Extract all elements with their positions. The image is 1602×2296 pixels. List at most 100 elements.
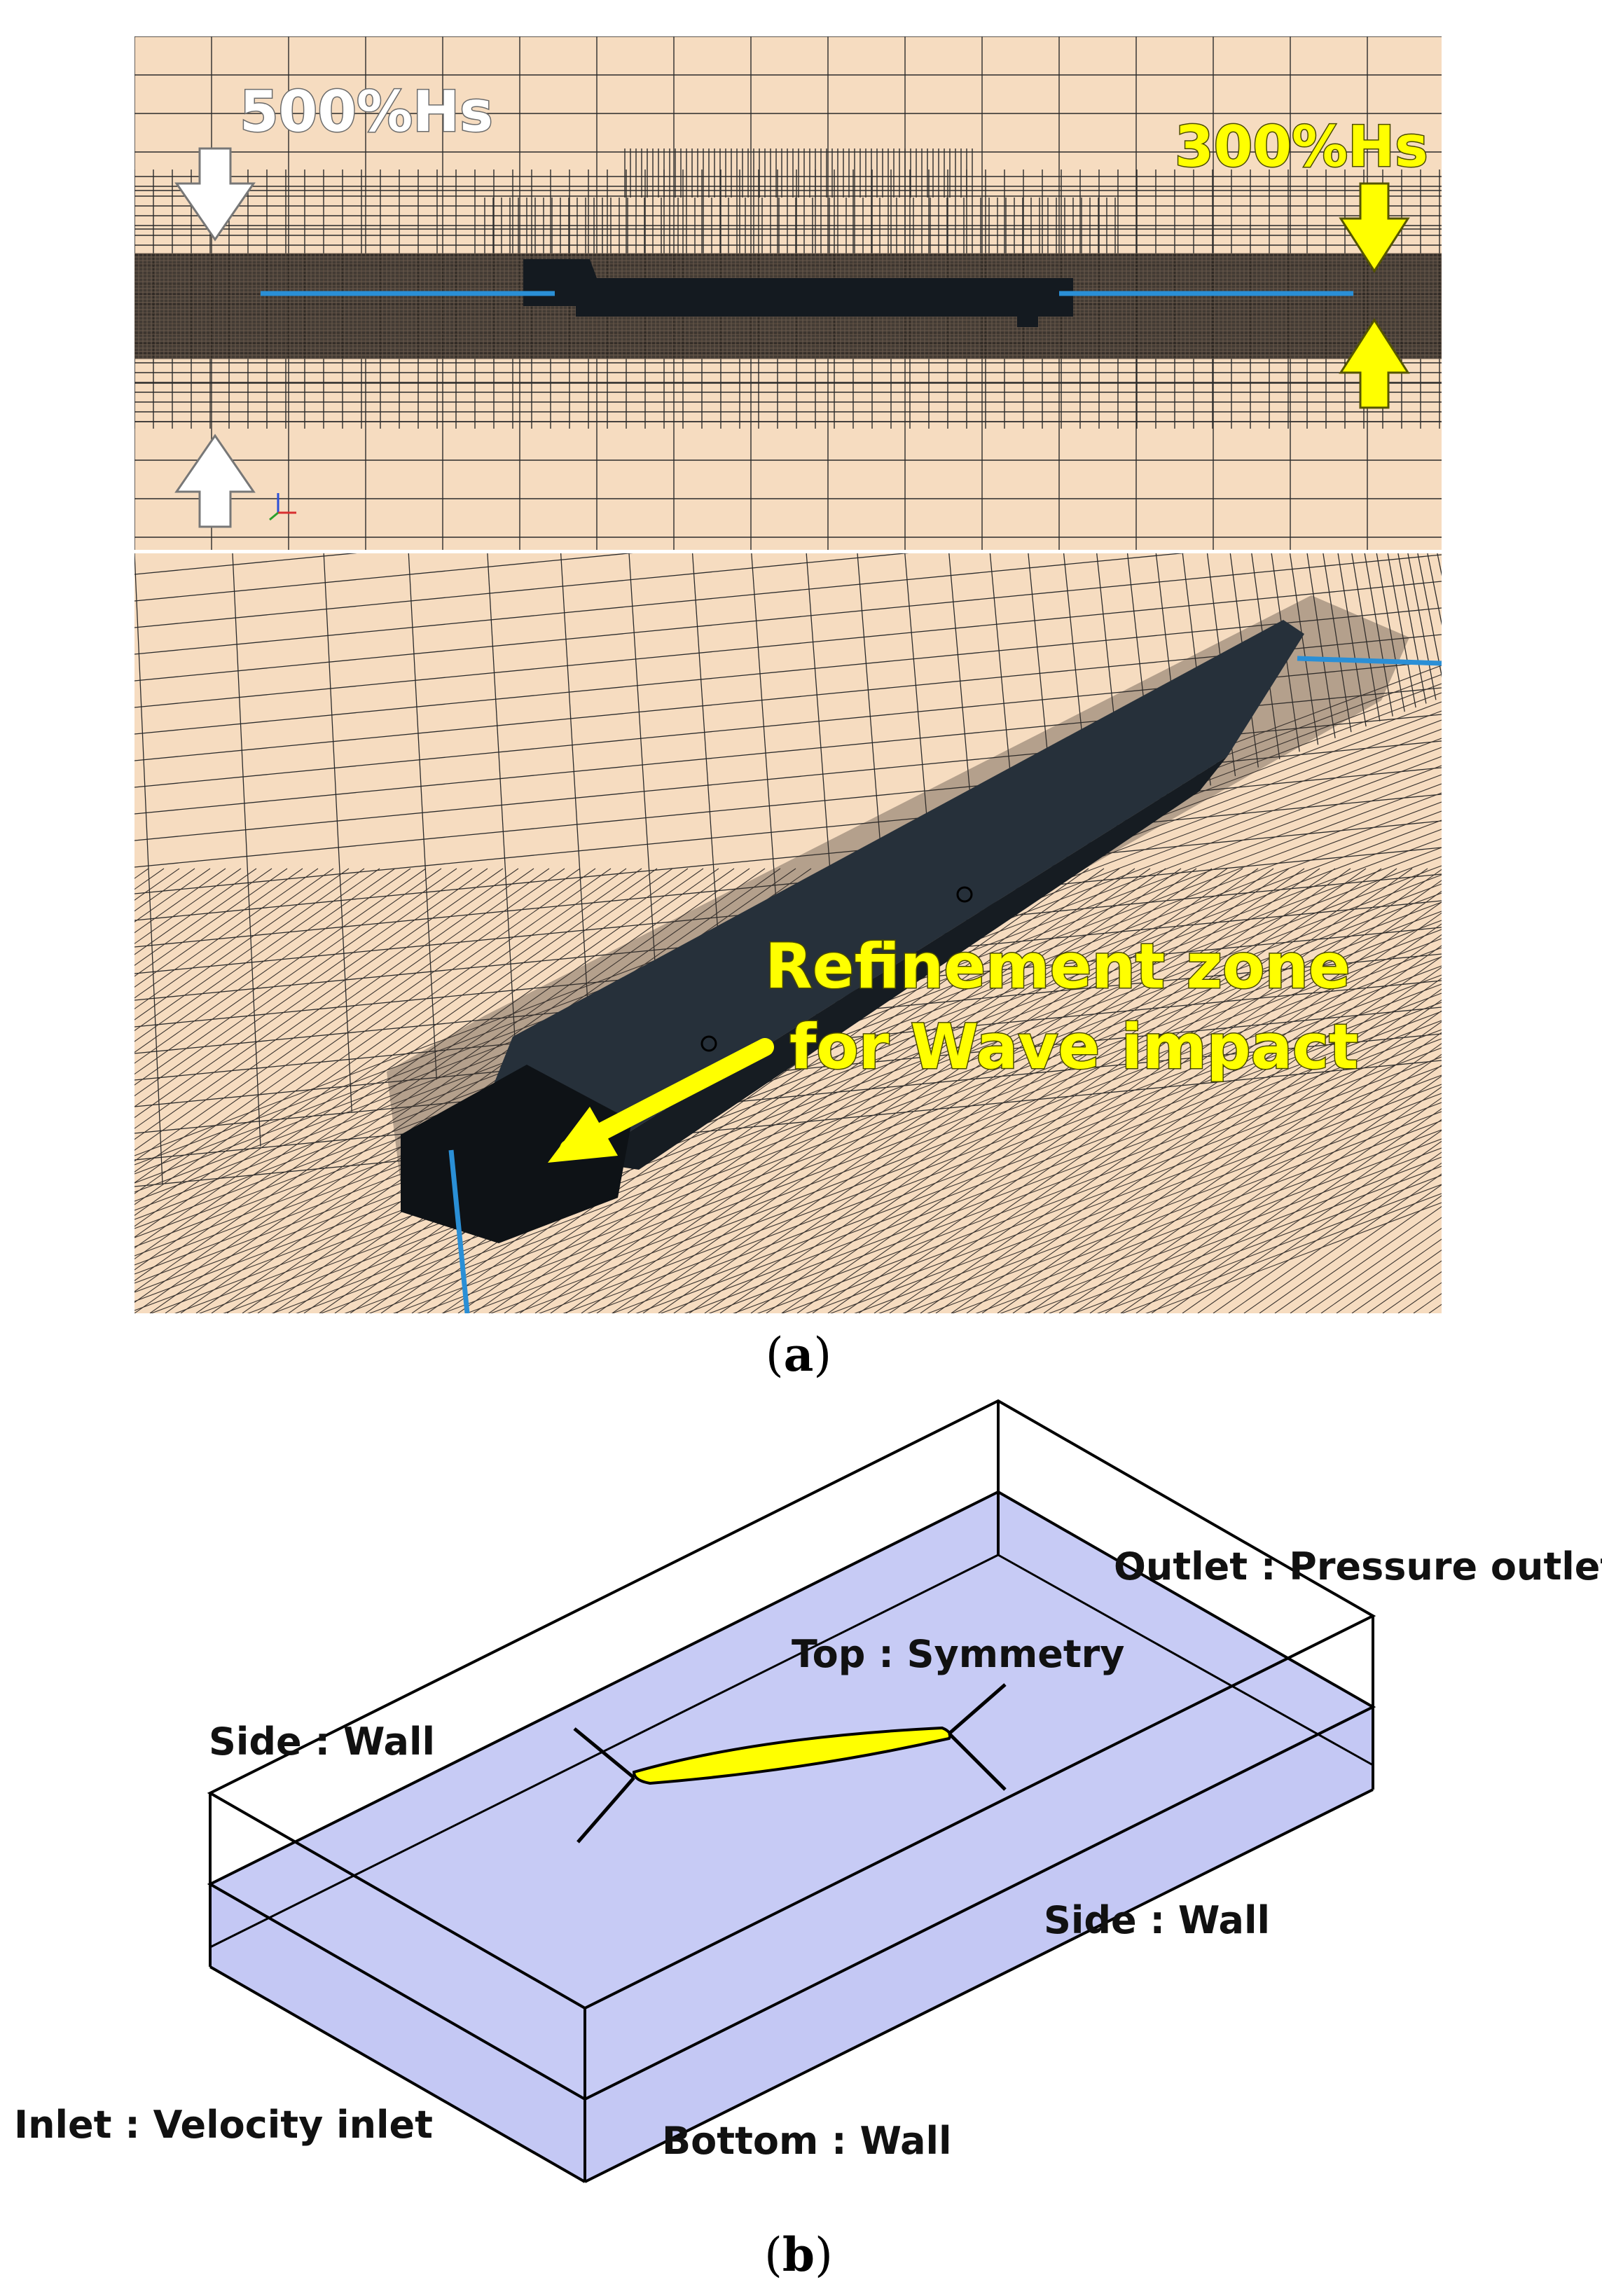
floor-mesh-line: [757, 1056, 1442, 1313]
floor-mesh-line: [134, 868, 457, 1097]
floor-mesh-line: [708, 1038, 1442, 1313]
floor-mesh-line: [134, 868, 534, 1151]
floor-mesh-line: [1305, 1217, 1442, 1313]
perspective-mesh-line: [134, 794, 1442, 921]
perspective-mesh-line: [134, 740, 1442, 868]
domain-boundary-diagram: Outlet : Pressure outlet Top : Symmetry …: [14, 1399, 1602, 2183]
floor-mesh-line: [1000, 1147, 1442, 1313]
floor-mesh-line: [1096, 1184, 1442, 1313]
floor-mesh-line: [1121, 1193, 1442, 1313]
floor-mesh-line: [878, 1102, 1442, 1313]
caption-b-letter: b: [782, 2227, 815, 2282]
floor-mesh-line: [781, 868, 1413, 1313]
water-plane-top: [210, 1492, 1373, 2099]
refinement-block: [401, 1065, 632, 1243]
floor-mesh-line: [1135, 1097, 1442, 1313]
floor-mesh-line: [642, 868, 1274, 1313]
floor-mesh-line: [1012, 1010, 1442, 1313]
floor-mesh-line: [134, 868, 288, 977]
perspective-mesh-line: [1364, 553, 1393, 717]
floor-mesh-line: [488, 868, 1120, 1313]
label-500-hs: 500%Hs: [240, 79, 493, 144]
floor-mesh-line: [514, 965, 1442, 1313]
caption-a-letter: a: [783, 1327, 814, 1382]
yellow-arrow-refinement-icon: [548, 1038, 774, 1163]
perspective-mesh-line: [134, 1060, 1442, 1187]
perspective-mesh-line: [323, 553, 352, 1112]
floor-mesh-line: [951, 1129, 1442, 1313]
floor-mesh-line: [829, 1084, 1442, 1313]
floor-mesh-line: [134, 868, 257, 955]
floor-mesh-line: [134, 868, 550, 1162]
floor-mesh-line: [271, 874, 1442, 1313]
floor-mesh-line: [1197, 1140, 1442, 1313]
floor-mesh-line: [134, 868, 334, 1010]
label-side-back: Side : Wall: [209, 1720, 435, 1764]
floor-mesh-line: [1290, 1205, 1442, 1313]
mooring-line-back: [1297, 656, 1442, 666]
floor-mesh-line: [611, 1002, 1442, 1313]
perspective-mesh-line: [232, 553, 261, 1147]
hull-hatch-2: [700, 1035, 717, 1052]
domain-box-edges: [207, 1399, 1376, 2183]
refinement-label-line2: for Wave impact: [789, 1011, 1358, 1083]
floor-mesh-line: [1120, 1086, 1442, 1313]
floor-mesh-line: [473, 868, 1105, 1313]
floor-mesh-line: [635, 1011, 1442, 1313]
floor-mesh-line: [134, 868, 272, 966]
floor-mesh-line: [781, 1065, 1442, 1313]
floor-mesh-line: [1072, 1175, 1442, 1313]
perspective-mesh-line: [134, 553, 909, 628]
floor-mesh-line: [1048, 1166, 1442, 1313]
perspective-mesh-line: [1407, 553, 1437, 700]
floor-mesh-line: [150, 829, 1442, 1313]
floor-mesh-line: [134, 868, 350, 1021]
floor-mesh-line: [1074, 1053, 1442, 1313]
yellow-arrow-up-icon: [1339, 318, 1410, 409]
perspective-mesh-line: [1427, 553, 1442, 626]
floor-mesh-line: [997, 1000, 1442, 1313]
floor-mesh-line: [134, 868, 319, 999]
white-arrow-up-icon: [174, 434, 256, 528]
floor-mesh-line: [417, 929, 1442, 1313]
floor-mesh-line: [658, 868, 1290, 1313]
floor-mesh-line: [344, 901, 1442, 1313]
floor-mesh-line: [612, 868, 1243, 1313]
floor-mesh-line: [134, 868, 750, 1303]
floor-mesh-line: [733, 1047, 1442, 1313]
perspective-mesh-line: [1417, 553, 1442, 678]
perspective-mesh-line: [134, 1033, 1442, 1161]
floor-mesh-line: [981, 988, 1442, 1313]
floor-mesh-line: [134, 868, 735, 1292]
perspective-mesh-line: [134, 553, 1185, 655]
floor-mesh-line: [134, 868, 442, 1086]
floor-mesh-line: [368, 911, 1442, 1313]
label-bottom: Bottom : Wall: [662, 2119, 952, 2163]
floor-mesh-line: [134, 868, 596, 1194]
perspective-mesh-line: [134, 553, 633, 602]
floor-mesh-line: [134, 868, 519, 1140]
floor-mesh-line: [827, 880, 1442, 1313]
perspective-mesh-line: [408, 553, 437, 1080]
floor-mesh-line: [1274, 1195, 1442, 1313]
perspective-mesh-line: [134, 607, 1442, 735]
floor-mesh-line: [1151, 1108, 1442, 1313]
floor-mesh-line: [134, 868, 488, 1119]
perspective-mesh-line: [1376, 553, 1405, 712]
floor-mesh-line: [1043, 1032, 1442, 1313]
floor-mesh-line: [1320, 1227, 1442, 1313]
floor-mesh-line: [854, 1093, 1442, 1313]
floor-mesh-line: [689, 868, 1320, 1313]
perspective-mesh-line: [134, 767, 1442, 894]
floor-mesh-line: [596, 868, 1228, 1313]
floor-mesh-line: [320, 892, 1442, 1313]
axis-triad-icon: [269, 493, 296, 521]
yellow-arrow-down-icon: [1339, 182, 1410, 273]
floor-mesh-line: [134, 868, 627, 1216]
floor-mesh-line: [1145, 1202, 1442, 1313]
floor-mesh-line: [966, 977, 1442, 1313]
floor-mesh-line: [134, 868, 303, 988]
label-inlet: Inlet : Velocity inlet: [14, 2103, 433, 2147]
floor-mesh-line: [1105, 1075, 1442, 1313]
floor-mesh-line: [750, 868, 1382, 1313]
